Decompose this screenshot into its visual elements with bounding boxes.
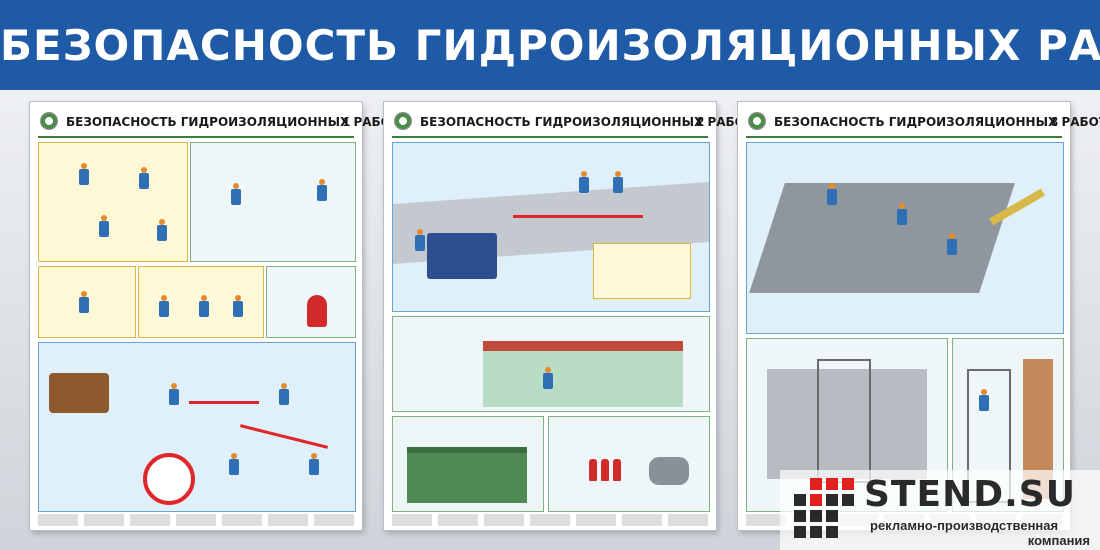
worker-figure	[543, 367, 553, 389]
worker-figure	[613, 171, 623, 193]
logo-name: STEND.SU	[864, 474, 1076, 515]
warehouse-building-icon	[483, 341, 683, 407]
poster-footer	[392, 514, 708, 526]
company-logo: STEND.SU рекламно-производственная компа…	[780, 470, 1100, 550]
gas-cylinder-icon	[613, 459, 621, 481]
distance-arrow	[513, 215, 643, 218]
emblem-icon	[40, 112, 58, 130]
worker-figure	[159, 295, 169, 317]
worker-figure	[947, 233, 957, 255]
poster-title: БЕЗОПАСНОСТЬ ГИДРОИЗОЛЯЦИОННЫХ РАБОТ	[66, 115, 400, 129]
worker-figure	[229, 453, 239, 475]
worker-figure	[199, 295, 209, 317]
worker-figure	[157, 219, 167, 241]
illustration-panel	[392, 142, 710, 312]
illustration-panel	[190, 142, 356, 262]
storage-shed-icon	[407, 447, 527, 503]
worker-figure	[169, 383, 179, 405]
poster-2: БЕЗОПАСНОСТЬ ГИДРОИЗОЛЯЦИОННЫХ РАБОТ 2	[384, 102, 753, 530]
poster-3: БЕЗОПАСНОСТЬ ГИДРОИЗОЛЯЦИОННЫХ РАБОТ 3	[738, 102, 1100, 530]
illustration-panel	[392, 316, 710, 412]
emblem-icon	[394, 112, 412, 130]
worker-figure	[279, 383, 289, 405]
worker-figure	[317, 179, 327, 201]
worker-figure	[139, 167, 149, 189]
worker-figure	[309, 453, 319, 475]
worker-figure	[79, 291, 89, 313]
logo-tagline: рекламно-производственная	[870, 518, 1059, 533]
poster-header: БЕЗОПАСНОСТЬ ГИДРОИЗОЛЯЦИОННЫХ РАБОТ 2	[392, 110, 753, 138]
illustration-panel	[746, 142, 1064, 334]
tank-icon	[649, 457, 689, 485]
worker-figure	[79, 163, 89, 185]
machine-inset	[593, 243, 691, 299]
logo-tagline: компания	[1027, 533, 1090, 548]
poster-number: 2	[696, 114, 704, 129]
distance-arrow	[189, 401, 259, 404]
poster-illustration	[38, 142, 356, 512]
bitumen-boiler-icon	[49, 373, 109, 413]
poster-footer	[38, 514, 354, 526]
poster-title: БЕЗОПАСНОСТЬ ГИДРОИЗОЛЯЦИОННЫХ РАБОТ	[774, 115, 1100, 129]
illustration-panel	[38, 342, 356, 512]
distance-arrow	[239, 424, 329, 449]
gas-cylinder-icon	[601, 459, 609, 481]
poster-illustration	[746, 142, 1064, 512]
sloped-roof	[749, 183, 1015, 293]
poster-header: БЕЗОПАСНОСТЬ ГИДРОИЗОЛЯЦИОННЫХ РАБОТ 3	[746, 110, 1100, 138]
poster-illustration	[392, 142, 710, 512]
building-facade	[767, 369, 927, 479]
poster-1: БЕЗОПАСНОСТЬ ГИДРОИЗОЛЯЦИОННЫХ РАБОТ 1	[30, 102, 399, 530]
emblem-icon	[748, 112, 766, 130]
illustration-panel	[548, 416, 710, 512]
illustration-panel	[38, 266, 136, 338]
illustration-panel	[266, 266, 356, 338]
gas-cylinder-icon	[589, 459, 597, 481]
header-banner: БЕЗОПАСНОСТЬ ГИДРОИЗОЛЯЦИОННЫХ РАБОТ	[0, 0, 1100, 90]
worker-figure	[99, 215, 109, 237]
illustration-panel	[138, 266, 264, 338]
worker-figure	[579, 171, 589, 193]
poster-number: 1	[342, 114, 350, 129]
worker-figure	[827, 183, 837, 205]
illustration-panel	[392, 416, 544, 512]
gas-cylinder-icon	[307, 295, 327, 327]
warning-sign-icon	[143, 453, 195, 505]
scaffold-icon	[817, 359, 871, 483]
poster-number: 3	[1050, 114, 1058, 129]
logo-mark-icon	[786, 478, 860, 540]
poster-title: БЕЗОПАСНОСТЬ ГИДРОИЗОЛЯЦИОННЫХ РАБОТ	[420, 115, 754, 129]
worker-figure	[979, 389, 989, 411]
poster-header: БЕЗОПАСНОСТЬ ГИДРОИЗОЛЯЦИОННЫХ РАБОТ 1	[38, 110, 399, 138]
page-title: БЕЗОПАСНОСТЬ ГИДРОИЗОЛЯЦИОННЫХ РАБОТ	[0, 21, 1100, 70]
insulation-machine-icon	[427, 233, 497, 279]
illustration-panel	[38, 142, 188, 262]
worker-figure	[231, 183, 241, 205]
worker-figure	[897, 203, 907, 225]
worker-figure	[415, 229, 425, 251]
worker-figure	[233, 295, 243, 317]
